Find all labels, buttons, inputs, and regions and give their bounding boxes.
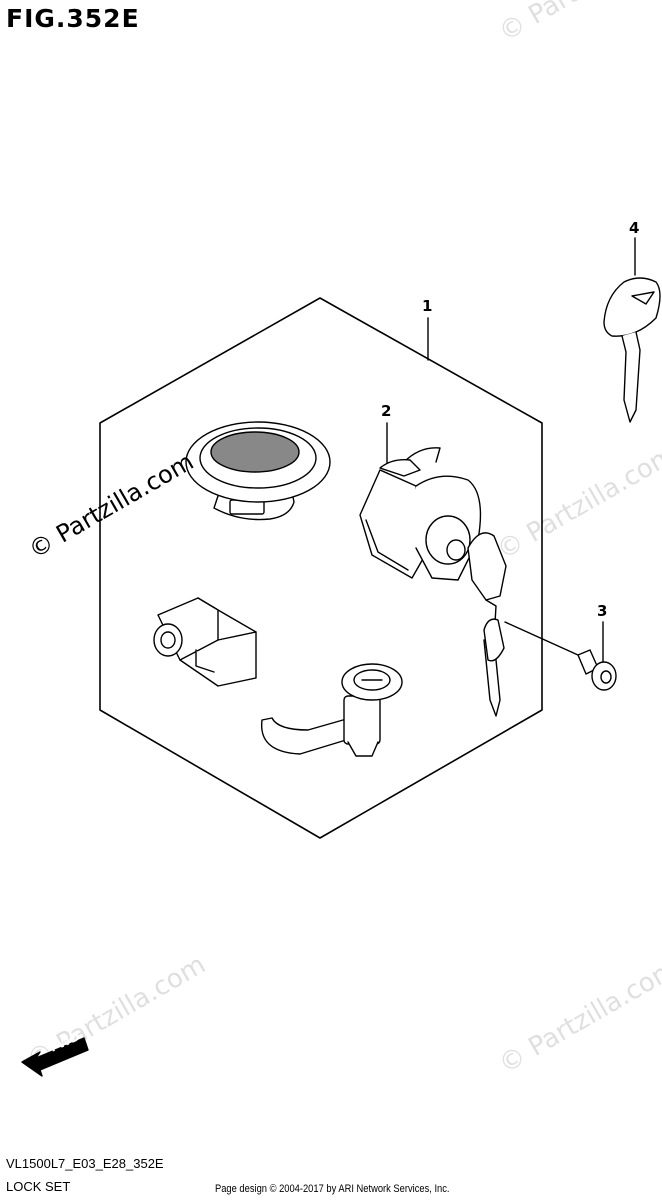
blank-key-part: [603, 277, 661, 423]
bolt-part: [577, 649, 617, 691]
callout-2[interactable]: 2: [381, 402, 392, 420]
helmet-lock-part: [260, 663, 403, 757]
diagram-name: LOCK SET: [6, 1179, 71, 1194]
leader-line-key-bolt: [504, 621, 579, 656]
page-credit: Page design © 2004-2017 by ARI Network S…: [215, 1183, 450, 1195]
callout-1[interactable]: 1: [422, 297, 433, 315]
callout-3[interactable]: 3: [597, 602, 608, 620]
fwd-arrow: [21, 1037, 89, 1077]
fuel-cap-part: [185, 421, 331, 521]
callout-4[interactable]: 4: [629, 219, 640, 237]
figure-title: FIG.352E: [6, 4, 140, 33]
diagram-code: VL1500L7_E03_E28_352E: [6, 1156, 164, 1171]
seat-lock-part: [153, 597, 257, 687]
lock-set-group-outline: [99, 297, 543, 839]
ignition-switch-part: [359, 447, 507, 717]
